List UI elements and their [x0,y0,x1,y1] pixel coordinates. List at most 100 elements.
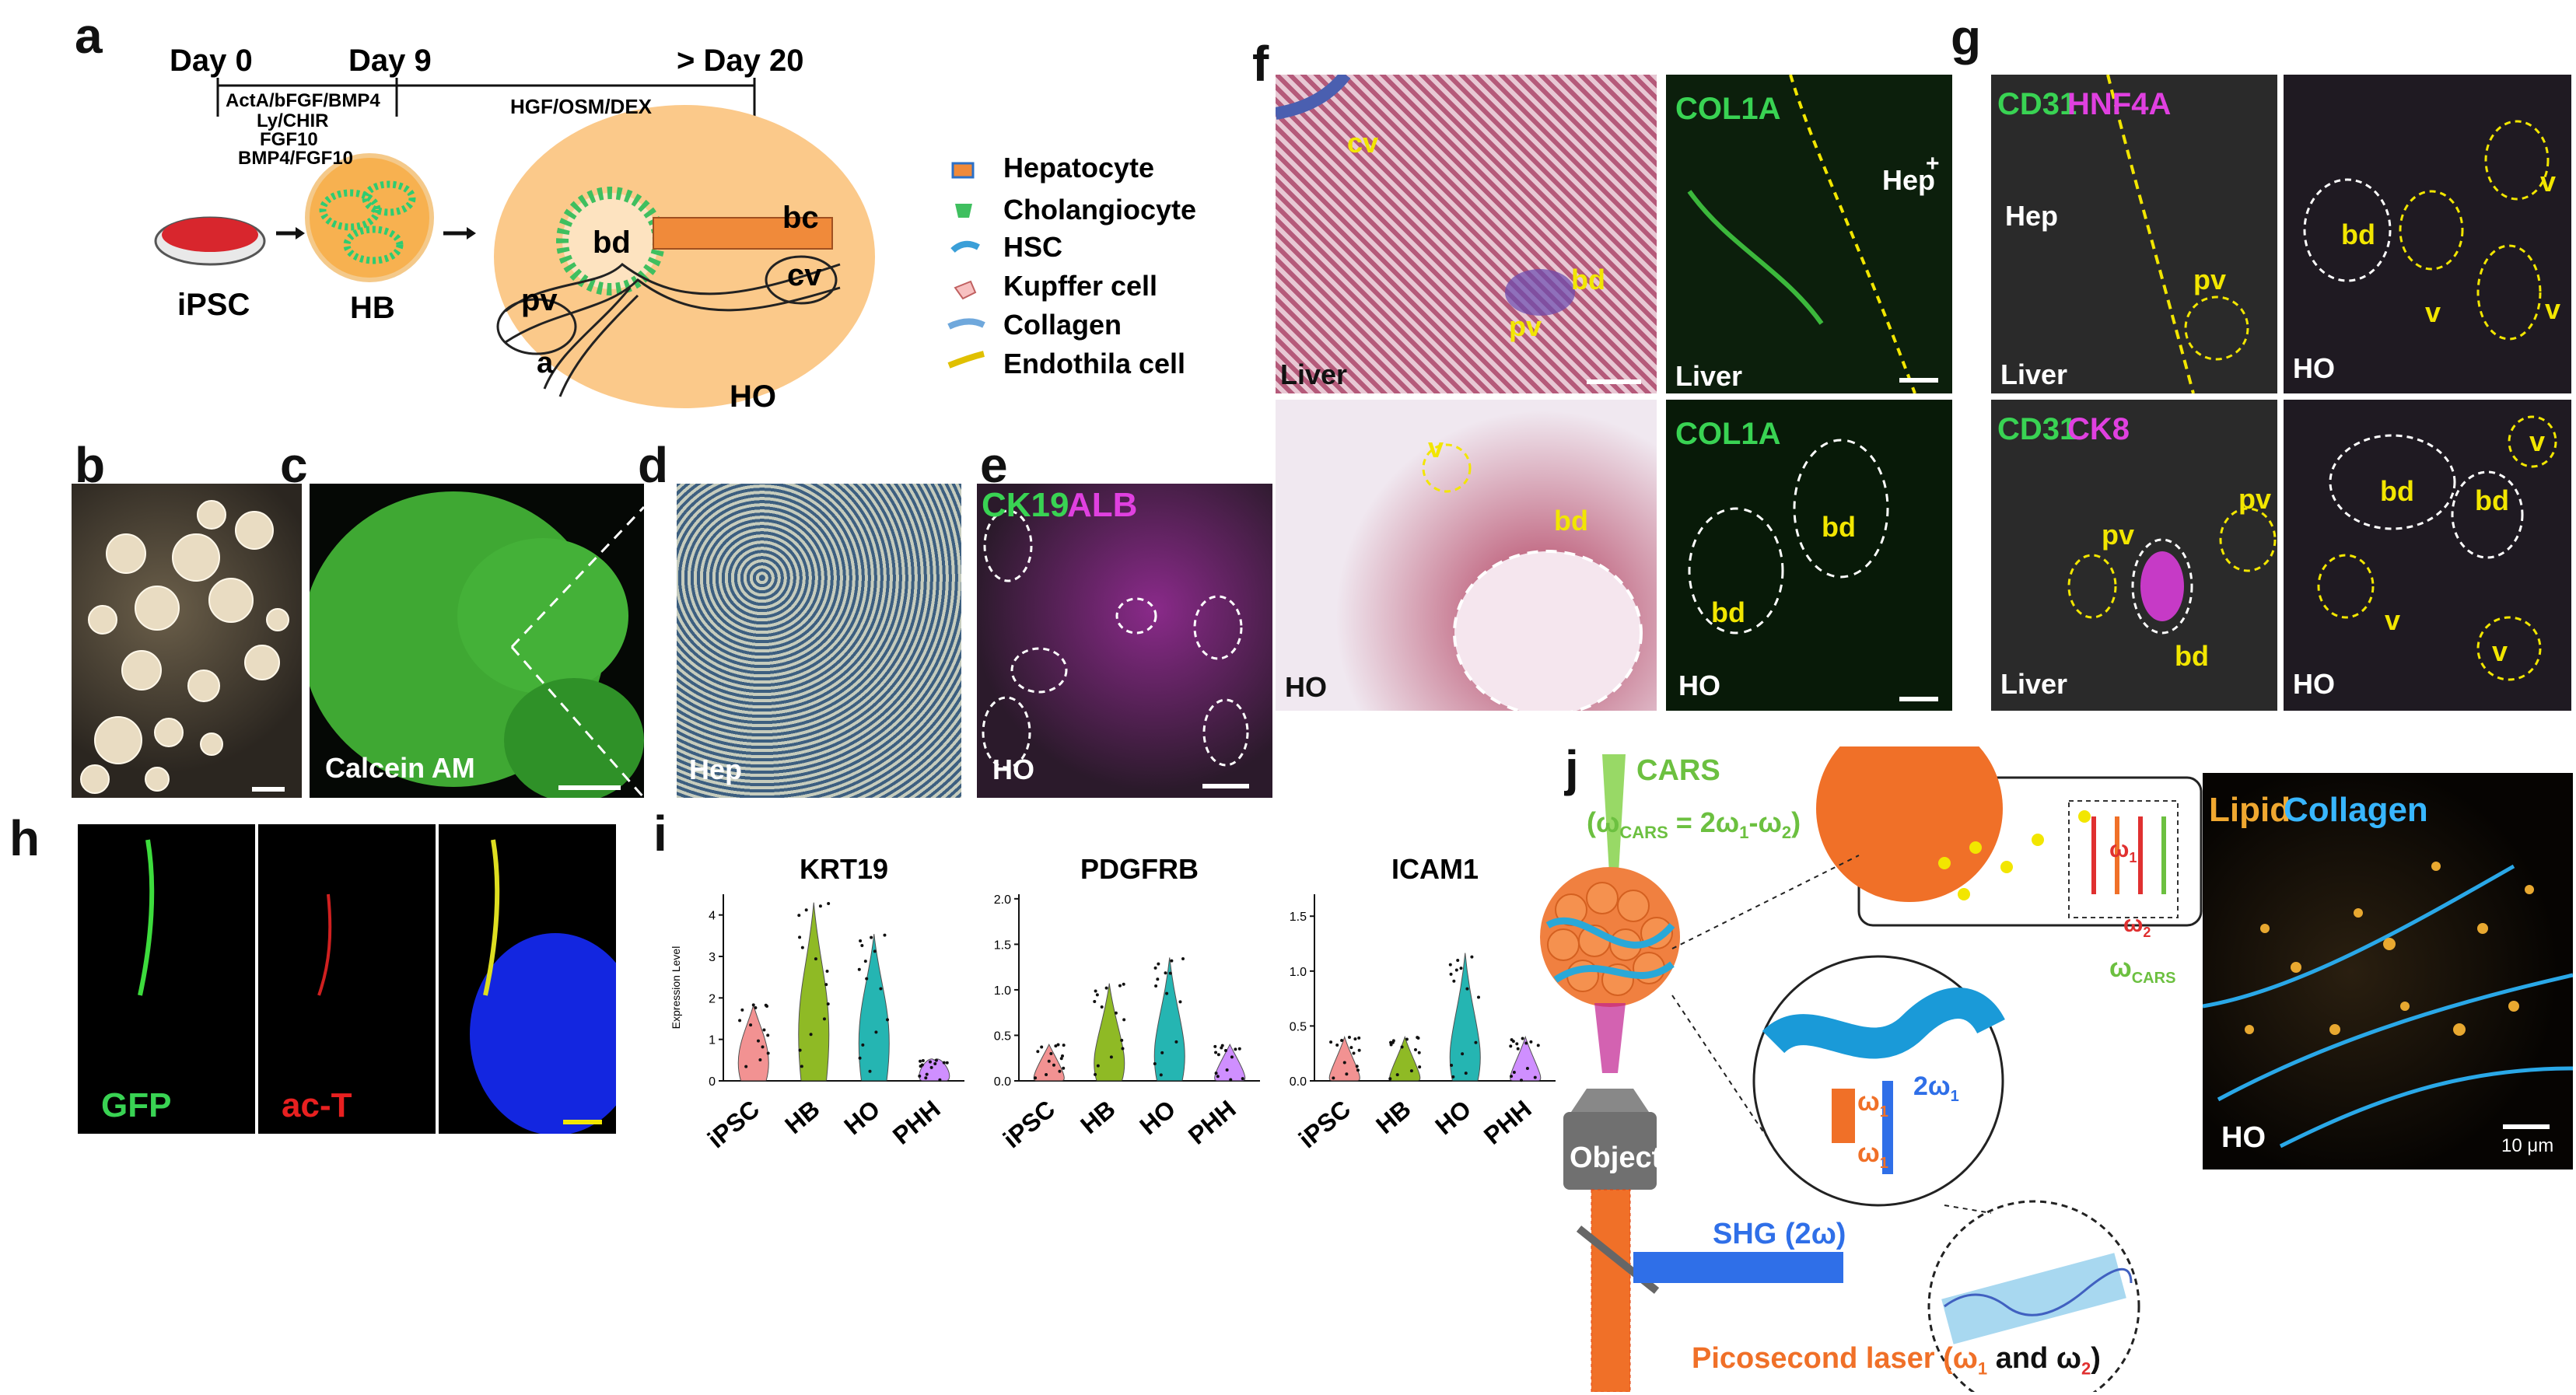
liver-label-f2: Liver [1675,360,1743,392]
data-point [863,960,867,963]
data-point [1515,1042,1519,1046]
data-point [1154,984,1158,988]
v-label-g5: v [2385,604,2401,636]
data-point [1400,1045,1404,1049]
factor-2: Ly/CHIR [257,110,329,131]
x-tick-label: iPSC [702,1095,765,1154]
plus-label-f: + [1926,151,1940,177]
bd-label-g2: bd [2175,640,2209,672]
data-point [1388,1077,1392,1081]
data-point [1122,1018,1126,1022]
data-point [1223,1048,1227,1052]
chart-title: PDGFRB [1080,855,1199,885]
data-point [1094,989,1097,993]
data-point [1416,1037,1420,1040]
data-point [1516,1047,1520,1051]
data-point [1062,1044,1066,1047]
ho-label-g2: HO [2293,668,2335,700]
data-point [1047,1059,1051,1063]
panel-h-act: ac-T [258,824,436,1134]
data-point [1536,1044,1540,1047]
pv-label-g1: pv [2193,264,2227,295]
data-point [1417,1051,1421,1054]
pv-label-f: pv [1509,310,1542,342]
data-point [1213,1044,1217,1048]
data-point [1456,958,1460,962]
data-point [1533,1075,1537,1079]
data-point [766,1051,770,1055]
data-point [818,904,822,908]
panel-g-ho-hnf4a: bd v v v HO [2284,75,2571,393]
bc-label: bc [782,201,819,235]
data-point [1214,1051,1218,1054]
factor-1: ActA/bFGF/BMP4 [226,90,380,111]
laser-label: Picosecond laser (ω1 and ω2) [1692,1342,2101,1379]
data-point [1345,1072,1349,1076]
data-point [874,1030,878,1034]
v-label-g2: v [2540,166,2557,198]
ho-label-e: HO [992,753,1034,785]
pv-label-g3: pv [2238,483,2272,515]
data-point [868,1069,872,1073]
panel-b-letter: b [75,437,106,493]
data-point [1332,1076,1335,1080]
shg-label: SHG (2ω) [1713,1218,1846,1250]
panel-f-liver-he: cv bd pv Liver [1276,75,1657,393]
data-point [1170,959,1174,963]
data-point [1034,1076,1038,1080]
v-label-g3: v [2545,293,2561,325]
cd31-label-1: CD31 [1997,87,2077,121]
bd-label-f2: bd [1554,505,1588,537]
data-point [800,946,804,949]
data-point [826,1002,830,1006]
data-point [1512,1070,1516,1074]
data-point [945,1061,949,1065]
y-tick-label: 3 [709,951,716,964]
panel-j-diagram [1540,746,2203,1392]
chart-title: ICAM1 [1391,855,1479,885]
data-point [1118,984,1122,988]
panel-f-letter: f [1252,36,1269,92]
data-point [942,1061,946,1065]
data-point [1409,1069,1413,1073]
data-point [738,1019,742,1023]
data-point [798,935,802,939]
violin-phh [1510,1035,1542,1082]
ho-label-j: HO [2221,1121,2266,1154]
data-point [1525,1066,1529,1070]
y-tick-label: 1.5 [1290,911,1307,924]
bd-label-g4: bd [2475,484,2509,516]
panel-g-ho-ck8: bd bd v v v HO [2284,400,2571,711]
data-point [1465,987,1469,991]
w1-label-a: ω1 [1857,1087,1888,1121]
data-point [1340,1038,1344,1042]
x-tick-label: PHH [887,1095,946,1150]
cd31-label-2: CD31 [1997,412,2077,446]
data-point [1413,1048,1417,1052]
data-point [1104,986,1108,990]
x-tick-label: iPSC [998,1095,1060,1154]
ho-label-f2: HO [1678,670,1720,701]
violin-ipsc [1328,1035,1360,1082]
gfp-label: GFP [101,1086,172,1124]
data-point [1461,1052,1465,1056]
ho-label-g1: HO [2293,352,2335,384]
legend-collagen: Collagen [1003,309,1122,341]
data-point [1521,1037,1524,1040]
data-point [1524,1041,1528,1045]
data-point [1109,1055,1113,1059]
data-point [809,1033,813,1037]
data-point [1157,962,1160,966]
v-label-g1: v [2425,296,2441,328]
ck8-label: CK8 [2067,412,2130,446]
panel-j-letter: j [1565,740,1579,796]
bd-label: bd [593,226,631,260]
data-point [762,1028,766,1032]
x-tick-label: iPSC [1293,1095,1356,1154]
data-point [929,1065,933,1069]
bd-label-f3: bd [1711,596,1745,628]
panel-e-letter: e [980,437,1008,493]
v-label-f: v [1428,432,1444,463]
y-tick-label: 0 [709,1075,716,1089]
collagen-label: Collagen [2284,791,2428,829]
